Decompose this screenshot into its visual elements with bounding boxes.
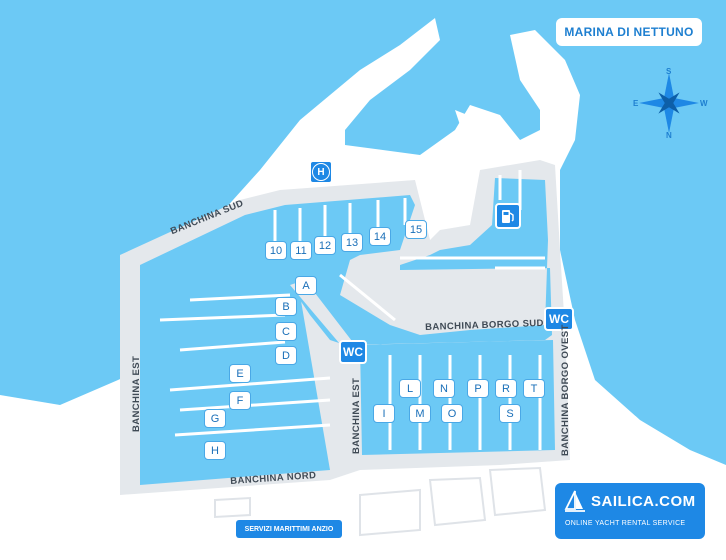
dock-c[interactable]: C bbox=[275, 322, 297, 341]
compass-east-label: E bbox=[633, 99, 639, 108]
dock-i[interactable]: I bbox=[373, 404, 395, 423]
dock-p[interactable]: P bbox=[467, 379, 489, 398]
dock-10[interactable]: 10 bbox=[265, 241, 287, 260]
dock-g[interactable]: G bbox=[204, 409, 226, 428]
dock-e[interactable]: E bbox=[229, 364, 251, 383]
central-pier bbox=[290, 280, 360, 460]
dock-m[interactable]: M bbox=[409, 404, 431, 423]
dock-12[interactable]: 12 bbox=[314, 236, 336, 255]
jetties bbox=[159, 170, 545, 450]
map-title: MARINA DI NETTUNO bbox=[556, 18, 702, 46]
dock-f[interactable]: F bbox=[229, 391, 251, 410]
dock-b[interactable]: B bbox=[275, 297, 297, 316]
dock-o[interactable]: O bbox=[441, 404, 463, 423]
dock-n[interactable]: N bbox=[433, 379, 455, 398]
dock-h[interactable]: H bbox=[204, 441, 226, 460]
sailica-brand-box[interactable]: SAILICA.COM ONLINE YACHT RENTAL SERVICE bbox=[555, 483, 705, 539]
compass-rose bbox=[639, 73, 699, 133]
dock-r[interactable]: R bbox=[495, 379, 517, 398]
wc-badge-east[interactable]: WC bbox=[544, 307, 574, 331]
dock-d[interactable]: D bbox=[275, 346, 297, 365]
dock-a[interactable]: A bbox=[295, 276, 317, 295]
breakwater bbox=[455, 110, 530, 160]
heliport-badge[interactable]: H bbox=[309, 160, 333, 184]
dock-l[interactable]: L bbox=[399, 379, 421, 398]
dock-14[interactable]: 14 bbox=[369, 227, 391, 246]
dock-t[interactable]: T bbox=[523, 379, 545, 398]
wc-badge-center[interactable]: WC bbox=[339, 340, 367, 364]
compass-south-label: S bbox=[666, 67, 672, 76]
label-banchina-borgo-ovest: BANCHINA BORGO OVEST bbox=[560, 324, 571, 456]
label-banchina-est-left: BANCHINA EST bbox=[131, 355, 142, 432]
dock-s[interactable]: S bbox=[499, 404, 521, 423]
heliport-icon: H bbox=[312, 163, 330, 181]
brand-tagline: ONLINE YACHT RENTAL SERVICE bbox=[565, 520, 686, 527]
fuel-station-badge[interactable] bbox=[495, 203, 521, 229]
compass-north-label: N bbox=[666, 131, 672, 140]
dock-11[interactable]: 11 bbox=[290, 241, 312, 260]
servizi-marittimi-badge[interactable]: SERVIZI MARITTIMI ANZIO bbox=[236, 520, 342, 538]
sail-logo-icon bbox=[564, 490, 585, 512]
compass-west-label: W bbox=[700, 99, 708, 108]
fuel-pump-icon bbox=[502, 210, 514, 223]
dock-15[interactable]: 15 bbox=[405, 220, 427, 239]
dock-13[interactable]: 13 bbox=[341, 233, 363, 252]
label-banchina-est-mid: BANCHINA EST bbox=[351, 377, 362, 454]
brand-name: SAILICA.COM bbox=[591, 493, 696, 510]
town-blocks bbox=[214, 466, 547, 537]
